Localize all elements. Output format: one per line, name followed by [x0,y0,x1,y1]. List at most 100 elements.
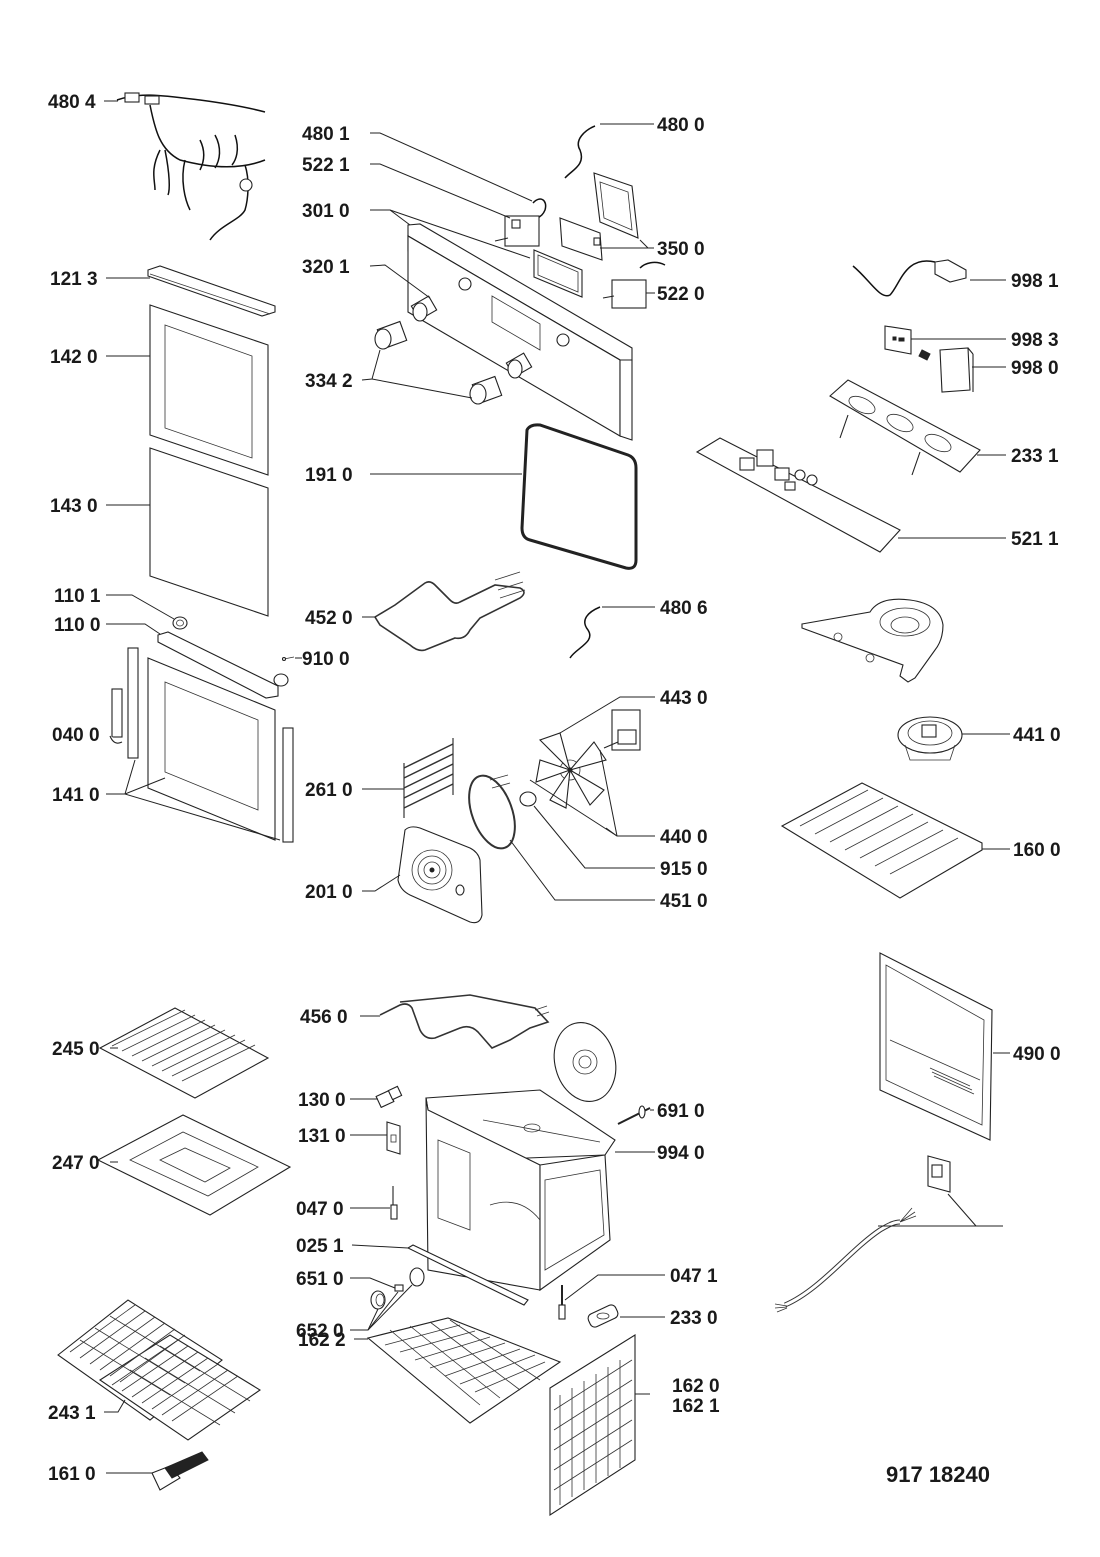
part-161-0-back-panel[interactable] [879,952,993,1141]
part-130-0-door-lock[interactable] [375,1085,403,1109]
part-522-0-selector-switch[interactable] [602,261,666,309]
part-025-1-front-profile[interactable] [406,1244,529,1306]
label-162-0: 162 0 [672,1376,720,1397]
part-243-0-basket[interactable] [57,1299,262,1441]
label-161-0: 490 0 [1013,1044,1061,1065]
label-130-0: 130 0 [298,1090,346,1111]
part-cooling-duct[interactable] [801,598,944,683]
part-480-0-wire[interactable] [564,125,596,179]
part-480-6-wire[interactable] [569,606,601,659]
part-047-0-door-hook[interactable] [390,1186,398,1220]
label-998-3: 998 3 [1011,330,1059,351]
label-143-0: 143 0 [50,496,98,517]
part-480-4-wiring-harness[interactable] [116,92,266,241]
label-456-0: 456 0 [300,1007,348,1028]
label-521-1: 521 1 [1011,529,1059,550]
label-652-0: 652 0 [296,1321,344,1342]
label-320-1: 320 1 [302,257,350,278]
label-261-0: 261 0 [305,780,353,801]
part-350-0-display-module[interactable] [559,172,639,261]
part-691-0-thermostat-probe[interactable] [617,1105,651,1125]
label-110-1: 110 1 [54,586,101,607]
part-456-0-bottom-heating-element[interactable] [379,994,550,1049]
part-652-0-lamp-cover[interactable] [370,1267,425,1310]
label-243-1: 161 0 [48,1464,96,1485]
label-047-0: 047 0 [296,1199,344,1220]
label-131-0: 131 0 [298,1126,346,1147]
part-301-0-control-panel[interactable] [407,223,633,441]
part-480-1-wire[interactable] [532,198,547,219]
label-243-0: 243 1 [48,1403,96,1424]
part-160-0-oven-top[interactable] [780,782,983,899]
part-121-3-door-top-profile[interactable] [147,265,276,317]
part-651-0-lamp[interactable] [394,1284,404,1292]
part-040-0-door-hinge[interactable] [109,688,123,744]
label-994-0: 994 0 [657,1143,705,1164]
part-261-0-side-rack[interactable] [403,738,454,818]
label-160-0: 160 0 [1013,840,1061,861]
label-480-4: 480 4 [48,92,96,113]
part-201-0-fan-cover[interactable] [397,826,483,924]
part-162-2-bottom-insulation-grid[interactable] [366,1317,562,1424]
label-350-0: 350 0 [657,239,705,260]
label-480-1: 480 1 [302,124,350,145]
part-047-1-door-hook[interactable] [558,1285,566,1320]
part-141-0-outer-door[interactable] [127,647,294,843]
part-233-0-clip[interactable] [586,1303,619,1328]
part-245-0-wire-shelf[interactable] [98,1007,270,1099]
part-998-3-label[interactable] [884,325,931,361]
label-025-1: 025 1 [296,1236,344,1257]
label-301-0: 301 0 [302,201,350,222]
part-110-1-handle-end-cap[interactable] [172,616,188,630]
part-143-0-middle-door-glass[interactable] [149,447,269,617]
label-440-0: 440 0 [660,827,708,848]
part-fan-back-plate[interactable] [546,1016,625,1109]
part-998-0-wifi-module[interactable] [939,347,974,393]
part-440-0-fan-blade[interactable] [535,732,607,809]
part-110-0-door-handle[interactable] [157,631,279,699]
label-191-0: 191 0 [305,465,353,486]
label-522-1: 522 1 [302,155,350,176]
part-452-0-top-heating-element[interactable] [373,571,526,652]
part-441-0-cooling-fan[interactable] [897,716,963,761]
part-521-1-electronic-board[interactable] [695,437,901,553]
label-441-0: 441 0 [1013,725,1061,746]
part-522-1-selector-switch[interactable] [494,215,540,247]
part-490-0-power-cable[interactable] [774,1155,951,1313]
label-910-0: 910 0 [302,649,350,670]
part-131-0-lock-cover[interactable] [386,1121,401,1155]
label-915-0: 915 0 [660,859,708,880]
part-247-0-baking-tray[interactable] [96,1114,292,1216]
part-910-0-screw[interactable] [273,656,295,687]
part-451-0-circular-heating-element[interactable] [460,769,524,854]
part-191-0-door-gasket[interactable] [520,423,638,570]
label-162-1: 162 1 [672,1396,720,1417]
part-994-0-oven-cavity[interactable] [425,1089,616,1292]
label-480-0: 480 0 [657,115,705,136]
part-334-2-knob[interactable] [374,320,503,405]
label-443-0: 443 0 [660,688,708,709]
label-233-1: 233 1 [1011,446,1059,467]
label-201-0: 201 0 [305,882,353,903]
label-141-0: 141 0 [52,785,100,806]
label-998-0: 998 0 [1011,358,1059,379]
part-233-1-board-bracket[interactable] [829,379,981,476]
label-121-3: 121 3 [50,269,98,290]
part-162-0-side-panel[interactable] [549,1334,636,1517]
label-334-2: 334 2 [305,371,353,392]
part-998-1-wifi-cable[interactable] [852,259,967,297]
label-452-0: 452 0 [305,608,353,629]
part-142-0-inner-door-glass[interactable] [149,304,269,476]
label-047-1: 047 1 [670,1266,718,1287]
label-245-0: 245 0 [52,1039,100,1060]
part-243-1-handle[interactable] [151,1451,209,1491]
label-651-0: 651 0 [296,1269,344,1290]
label-040-0: 040 0 [52,725,100,746]
label-998-1: 998 1 [1011,271,1059,292]
document-code: 917 18240 [886,1462,990,1487]
part-443-0-fan-motor[interactable] [603,709,641,751]
label-691-0: 691 0 [657,1101,705,1122]
part-320-1-knob-adapter[interactable] [410,295,533,379]
part-915-0-nut[interactable] [519,791,537,807]
